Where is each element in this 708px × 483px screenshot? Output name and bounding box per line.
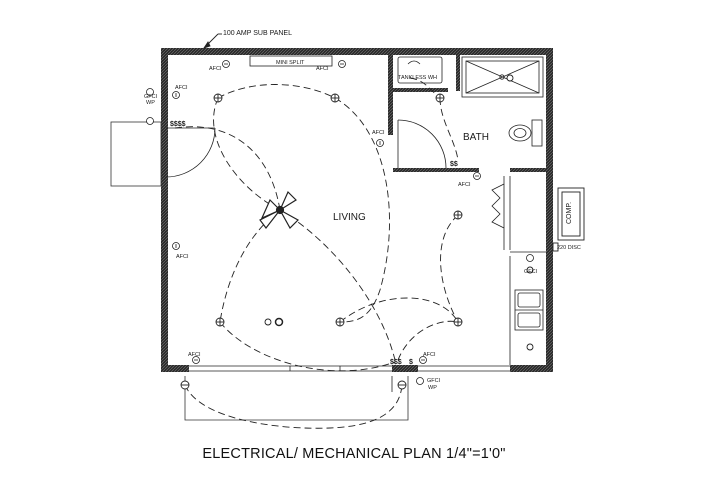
light-fixture-icon xyxy=(526,266,534,274)
receptacle-icon xyxy=(222,60,230,68)
gfci-label: GFCI xyxy=(524,269,538,275)
light-fixture-icon xyxy=(435,93,445,103)
circuit-wiring xyxy=(174,77,459,429)
receptacle-icon xyxy=(192,356,200,364)
light-fixture-icon xyxy=(397,380,407,390)
wp-label: WP xyxy=(146,100,155,106)
kitchen-counter xyxy=(491,176,546,365)
living-label: LIVING xyxy=(333,212,366,223)
mini-split-label: MINI SPLIT xyxy=(276,60,305,66)
receptacle-icon xyxy=(526,254,534,262)
afci-label: AFCI xyxy=(176,254,189,260)
receptacle-icon xyxy=(419,356,427,364)
ceiling-fan-icon xyxy=(259,190,299,229)
light-fixture-icon xyxy=(215,317,225,327)
compressor-unit xyxy=(552,187,585,252)
mini-split-unit xyxy=(249,55,333,67)
sub-panel-label: 100 AMP SUB PANEL xyxy=(223,30,292,37)
light-fixture-icon xyxy=(335,317,345,327)
receptacle-icon xyxy=(146,88,154,96)
light-fixture-icon xyxy=(453,317,463,327)
switch-symbol: $$$$ xyxy=(170,121,186,128)
receptacle-icon xyxy=(172,242,180,250)
afci-label: AFCI xyxy=(316,66,329,72)
afci-label: AFCI xyxy=(175,85,188,91)
light-fixture-icon xyxy=(330,93,340,103)
toilet xyxy=(508,119,543,147)
interior-walls xyxy=(388,55,546,172)
afci-label: AFCI xyxy=(188,352,201,358)
wp-label: WP xyxy=(428,385,437,391)
tankless-label: TANKLESS WH xyxy=(398,75,437,81)
receptacles xyxy=(146,60,534,385)
afci-label: AFCI xyxy=(423,352,436,358)
light-fixture-icon xyxy=(213,93,223,103)
afci-label: AFCI xyxy=(209,66,222,72)
switch-symbol: $$ xyxy=(450,161,458,168)
shower xyxy=(461,56,544,98)
west-stoop xyxy=(110,121,162,187)
receptacle-icon xyxy=(416,377,424,385)
panel-leader xyxy=(202,33,222,49)
light-fixture-icon xyxy=(506,74,514,82)
bath-label: BATH xyxy=(463,132,489,143)
doors xyxy=(165,119,447,392)
south-patio xyxy=(184,376,409,421)
receptacle-icon xyxy=(338,60,346,68)
plan-caption: ELECTRICAL/ MECHANICAL PLAN 1/4"=1'0" xyxy=(202,446,506,462)
gfci-label: GFCI xyxy=(144,94,158,100)
electrical-plan-drawing: 100 AMP SUB PANEL MINI SPLIT TANKLESS WH… xyxy=(110,30,585,429)
switch-symbol: $$$ xyxy=(390,359,402,366)
exterior-walls xyxy=(161,48,553,372)
gfci-label: GFCI xyxy=(427,378,441,384)
switch-symbol: $ xyxy=(409,359,413,366)
receptacle-icon xyxy=(376,139,384,147)
light-fixture-icon xyxy=(526,343,534,351)
afci-label: AFCI xyxy=(458,182,471,188)
light-fixture-icon xyxy=(274,317,284,327)
light-fixture-icon xyxy=(453,210,463,220)
receptacle-icon xyxy=(146,117,154,125)
receptacle-icon xyxy=(172,91,180,99)
disc-label: 220 DISC xyxy=(557,245,581,251)
water-heater xyxy=(397,56,443,84)
comp-label: COMP. xyxy=(566,202,573,224)
light-fixtures xyxy=(180,74,534,390)
receptacle-icon xyxy=(473,172,481,180)
light-fixture-icon xyxy=(264,318,272,326)
south-openings xyxy=(189,365,510,372)
light-fixture-icon xyxy=(180,380,190,390)
afci-label: AFCI xyxy=(372,130,385,136)
